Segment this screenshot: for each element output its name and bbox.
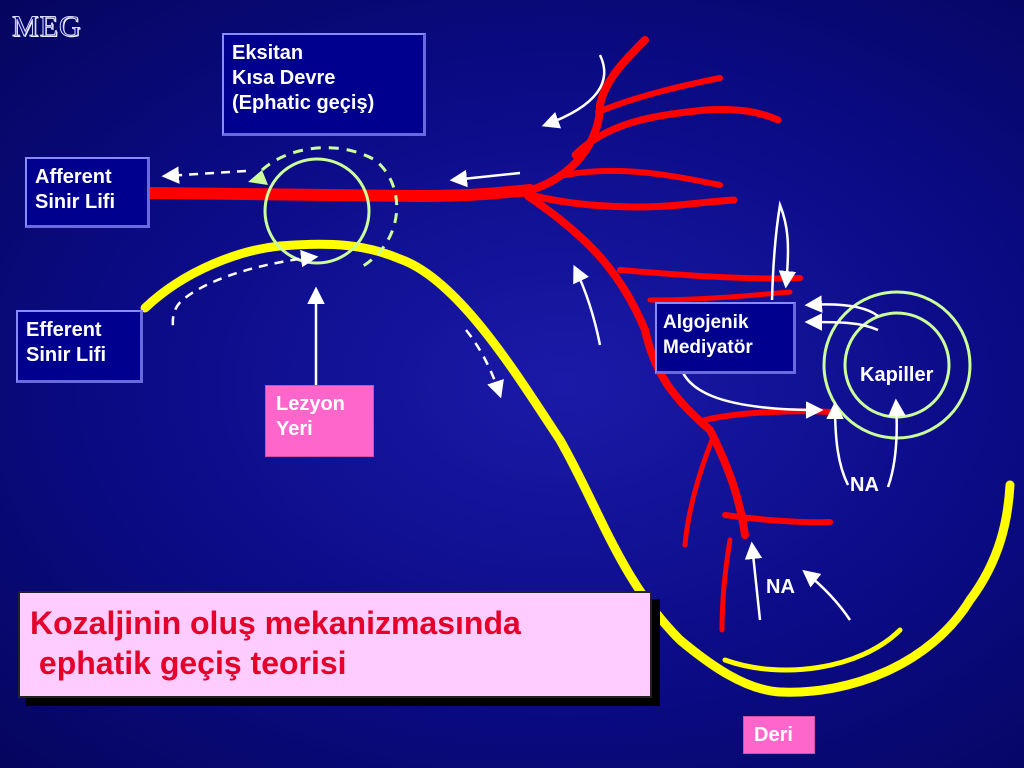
- algojenik-box: Algojenik Mediyatör: [655, 302, 796, 374]
- lezyon-box: Lezyon Yeri: [265, 385, 374, 457]
- na-label-lower: NA: [766, 576, 795, 598]
- deri-box: Deri: [743, 716, 815, 754]
- efferent-line-2: Sinir Lifi: [26, 344, 106, 366]
- algojenik-line-2: Mediyatör: [663, 337, 753, 358]
- algojenik-line-1: Algojenik: [663, 312, 749, 333]
- slide-title: Kozaljinin oluş mekanizmasında ephatik g…: [18, 591, 652, 698]
- signal-arrows: [161, 54, 906, 621]
- eksitan-box: Eksitan Kısa Devre (Ephatic geçiş): [222, 33, 426, 136]
- na-label-upper: NA: [850, 474, 879, 496]
- efferent-line-1: Efferent: [26, 319, 102, 341]
- afferent-line-1: Afferent: [35, 166, 112, 188]
- eksitan-line-3: (Ephatic geçiş): [232, 92, 375, 114]
- lezyon-line-1: Lezyon: [276, 393, 345, 415]
- afferent-box: Afferent Sinir Lifi: [25, 157, 150, 228]
- eksitan-line-2: Kısa Devre: [232, 67, 336, 89]
- efferent-nerve: [140, 239, 1015, 697]
- efferent-box: Efferent Sinir Lifi: [16, 310, 143, 383]
- kapiller-label: Kapiller: [860, 364, 934, 386]
- eksitan-line-1: Eksitan: [232, 42, 304, 64]
- meg-logo: MEG: [12, 10, 82, 44]
- afferent-line-2: Sinir Lifi: [35, 191, 115, 213]
- title-line-1: Kozaljinin oluş mekanizmasında: [30, 605, 521, 641]
- title-line-2: ephatik geçiş teorisi: [30, 645, 347, 681]
- lezyon-line-2: Yeri: [276, 418, 313, 440]
